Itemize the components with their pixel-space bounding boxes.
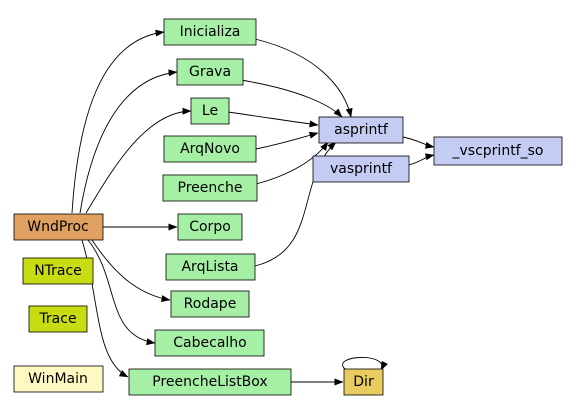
edge-wndproc-rodape (91, 239, 171, 303)
node-trace-box (28, 305, 88, 333)
node-preenchelistbox-label: PreencheListBox (152, 374, 267, 390)
edge-grava-asprintf (240, 79, 343, 118)
node-grava[interactable]: Grava (176, 58, 244, 86)
node-corpo-label: Corpo (189, 219, 231, 235)
node-vscprintf-so[interactable]: _vscprintf_so (433, 136, 563, 166)
node-ntrace-box (22, 257, 94, 285)
node-winmain-label: WinMain (28, 371, 88, 387)
node-grava-box (176, 58, 244, 86)
edge-vasprintf-vscprintf (408, 153, 435, 166)
node-inicializa[interactable]: Inicializa (163, 18, 257, 46)
node-vasprintf-box (312, 155, 410, 183)
edge-wndproc-cabecalho (87, 239, 156, 346)
node-dir[interactable]: Dir (343, 368, 384, 396)
node-arqlista-label: ArqLista (181, 259, 238, 275)
node-asprintf-label: asprintf (334, 122, 389, 138)
edge-preenche-asprintf (255, 141, 329, 185)
node-corpo-box (177, 213, 243, 241)
edge-arqnovo-asprintf (255, 131, 319, 150)
node-vasprintf[interactable]: vasprintf (312, 155, 410, 183)
node-arqnovo-box (163, 135, 257, 163)
node-wndproc[interactable]: WndProc (13, 213, 104, 241)
edge-wndproc-grava (79, 69, 178, 214)
node-grava-label: Grava (189, 64, 231, 80)
node-ntrace-label: NTrace (34, 263, 82, 279)
nodes: Inicializa Grava Le ArqNovo Preenche Wnd… (13, 18, 563, 396)
node-le-box (190, 97, 230, 125)
node-wndproc-box (13, 213, 104, 241)
node-vscprintf-so-label: _vscprintf_so (452, 143, 544, 159)
node-asprintf[interactable]: asprintf (318, 116, 404, 144)
node-preenche-box (162, 174, 258, 202)
node-cabecalho-label: Cabecalho (173, 335, 246, 351)
node-vasprintf-label: vasprintf (330, 161, 393, 177)
node-cabecalho[interactable]: Cabecalho (154, 329, 265, 357)
node-wndproc-label: WndProc (27, 219, 89, 235)
node-preenche-label: Preenche (178, 180, 243, 196)
node-ntrace[interactable]: NTrace (22, 257, 94, 285)
node-preenchelistbox[interactable]: PreencheListBox (128, 368, 292, 396)
node-arqlista[interactable]: ArqLista (165, 253, 256, 281)
edge-inicializa-asprintf (254, 38, 353, 118)
edge-asprintf-vscprintf (402, 136, 435, 149)
node-trace-label: Trace (38, 311, 76, 327)
node-dir-box (343, 368, 384, 396)
node-le[interactable]: Le (190, 97, 230, 125)
node-winmain-box (13, 365, 104, 393)
node-corpo[interactable]: Corpo (177, 213, 243, 241)
node-preenchelistbox-box (128, 368, 292, 396)
node-inicializa-label: Inicializa (180, 24, 241, 40)
node-dir-label: Dir (353, 374, 374, 390)
edge-wndproc-inicializa (71, 29, 165, 214)
node-arqlista-box (165, 253, 256, 281)
edge-wndproc-le (85, 107, 192, 214)
edges (71, 29, 435, 386)
node-cabecalho-box (154, 329, 265, 357)
node-vscprintf-so-box (433, 136, 563, 166)
node-le-label: Le (202, 103, 218, 119)
node-preenche[interactable]: Preenche (162, 174, 258, 202)
node-asprintf-box (318, 116, 404, 144)
node-rodape[interactable]: Rodape (170, 290, 250, 318)
node-inicializa-box (163, 18, 257, 46)
node-arqnovo[interactable]: ArqNovo (163, 135, 257, 163)
node-arqnovo-label: ArqNovo (180, 141, 240, 157)
edge-dir-self-loop (342, 357, 388, 371)
edge-le-asprintf (227, 111, 319, 128)
node-trace[interactable]: Trace (28, 305, 88, 333)
node-winmain[interactable]: WinMain (13, 365, 104, 393)
node-rodape-label: Rodape (184, 296, 237, 312)
node-rodape-box (170, 290, 250, 318)
